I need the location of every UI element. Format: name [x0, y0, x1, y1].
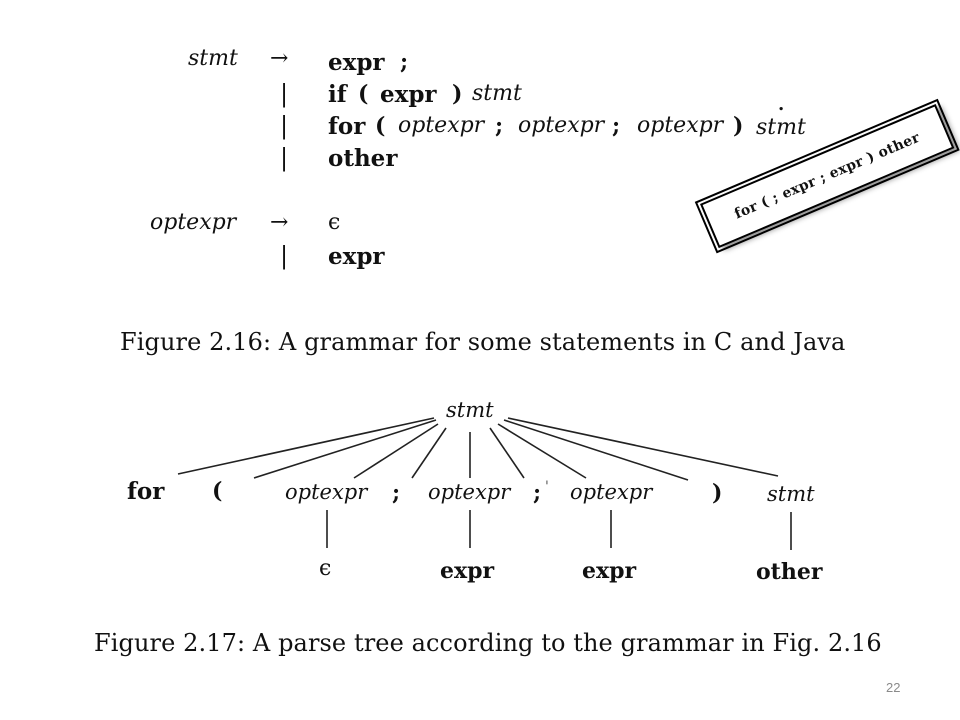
- grammar-prod3-semicolon-1: ;: [495, 113, 504, 139]
- grammar-arrow-optexpr: →: [270, 210, 289, 235]
- tree-node-semicolon-1: ;: [392, 480, 401, 506]
- edge-root-lparen: [253, 419, 437, 479]
- grammar-prod3-optexpr-3: optexpr: [637, 113, 724, 138]
- page-number: 22: [886, 680, 901, 695]
- grammar-bar-2: |: [280, 80, 289, 108]
- grammar-prod2-rparen: ): [452, 81, 463, 107]
- grammar-bar-3: |: [280, 112, 289, 140]
- grammar-prod3-optexpr-1: optexpr: [398, 113, 485, 138]
- tree-leaf-epsilon: ϵ: [319, 556, 332, 581]
- tree-node-optexpr-2: optexpr: [428, 480, 511, 504]
- edge-root-semicolon-1: [411, 427, 447, 479]
- tree-node-lparen: (: [212, 478, 223, 504]
- edge-root-stmt: [507, 417, 779, 477]
- grammar-prod2-stmt: stmt: [472, 81, 522, 106]
- tree-node-rparen: ): [712, 480, 723, 506]
- grammar-prod3-semicolon-2: ;: [612, 113, 621, 139]
- grammar-prod3-optexpr-2: optexpr: [518, 113, 605, 138]
- grammar-bar-5: |: [280, 242, 289, 270]
- tree-root-stmt: stmt: [446, 398, 494, 422]
- grammar-epsilon: ϵ: [328, 210, 341, 235]
- grammar-arrow-stmt: →: [270, 46, 289, 71]
- grammar-prod2-expr: expr: [380, 81, 437, 108]
- tree-leaf-other: other: [756, 559, 823, 585]
- figure-2-16-caption: Figure 2.16: A grammar for some statemen…: [120, 328, 846, 356]
- grammar-prod1-expr: expr: [328, 49, 385, 76]
- grammar-prod3-rparen: ): [733, 113, 744, 139]
- edge-root-for: [177, 417, 435, 475]
- tree-node-optexpr-1: optexpr: [285, 480, 368, 504]
- tree-node-optexpr-3: optexpr: [570, 480, 653, 504]
- figure-2-17-caption: Figure 2.17: A parse tree according to t…: [94, 629, 882, 657]
- edge-root-optexpr-3: [497, 423, 587, 479]
- grammar-expr-prod: expr: [328, 243, 385, 270]
- tree-node-for: for: [127, 478, 165, 505]
- grammar-prod3-lparen: (: [375, 113, 386, 139]
- grammar-optexpr-head: optexpr: [150, 210, 237, 235]
- grammar-stray-dot: .: [778, 94, 785, 115]
- grammar-prod3-for: for: [328, 113, 366, 140]
- tree-node-stmt: stmt: [767, 482, 815, 506]
- grammar-prod1-semicolon: ;: [400, 49, 409, 75]
- edge-root-optexpr-1: [353, 423, 439, 479]
- grammar-prod2-if: if: [328, 81, 347, 108]
- tree-node-semicolon-2: ;: [533, 480, 542, 506]
- tree-leaf-expr-2: expr: [582, 558, 637, 584]
- edge-root-semicolon-2: [489, 427, 525, 479]
- grammar-stmt-head: stmt: [188, 46, 238, 71]
- grammar-prod2-lparen: (: [358, 81, 369, 107]
- tree-stray-mark: ': [545, 479, 549, 495]
- grammar-bar-4: |: [280, 144, 289, 172]
- grammar-prod4-other: other: [328, 145, 398, 172]
- grammar-prod3-stmt: stmt: [756, 115, 806, 140]
- tree-leaf-expr-1: expr: [440, 558, 495, 584]
- edge-root-rparen: [503, 419, 689, 481]
